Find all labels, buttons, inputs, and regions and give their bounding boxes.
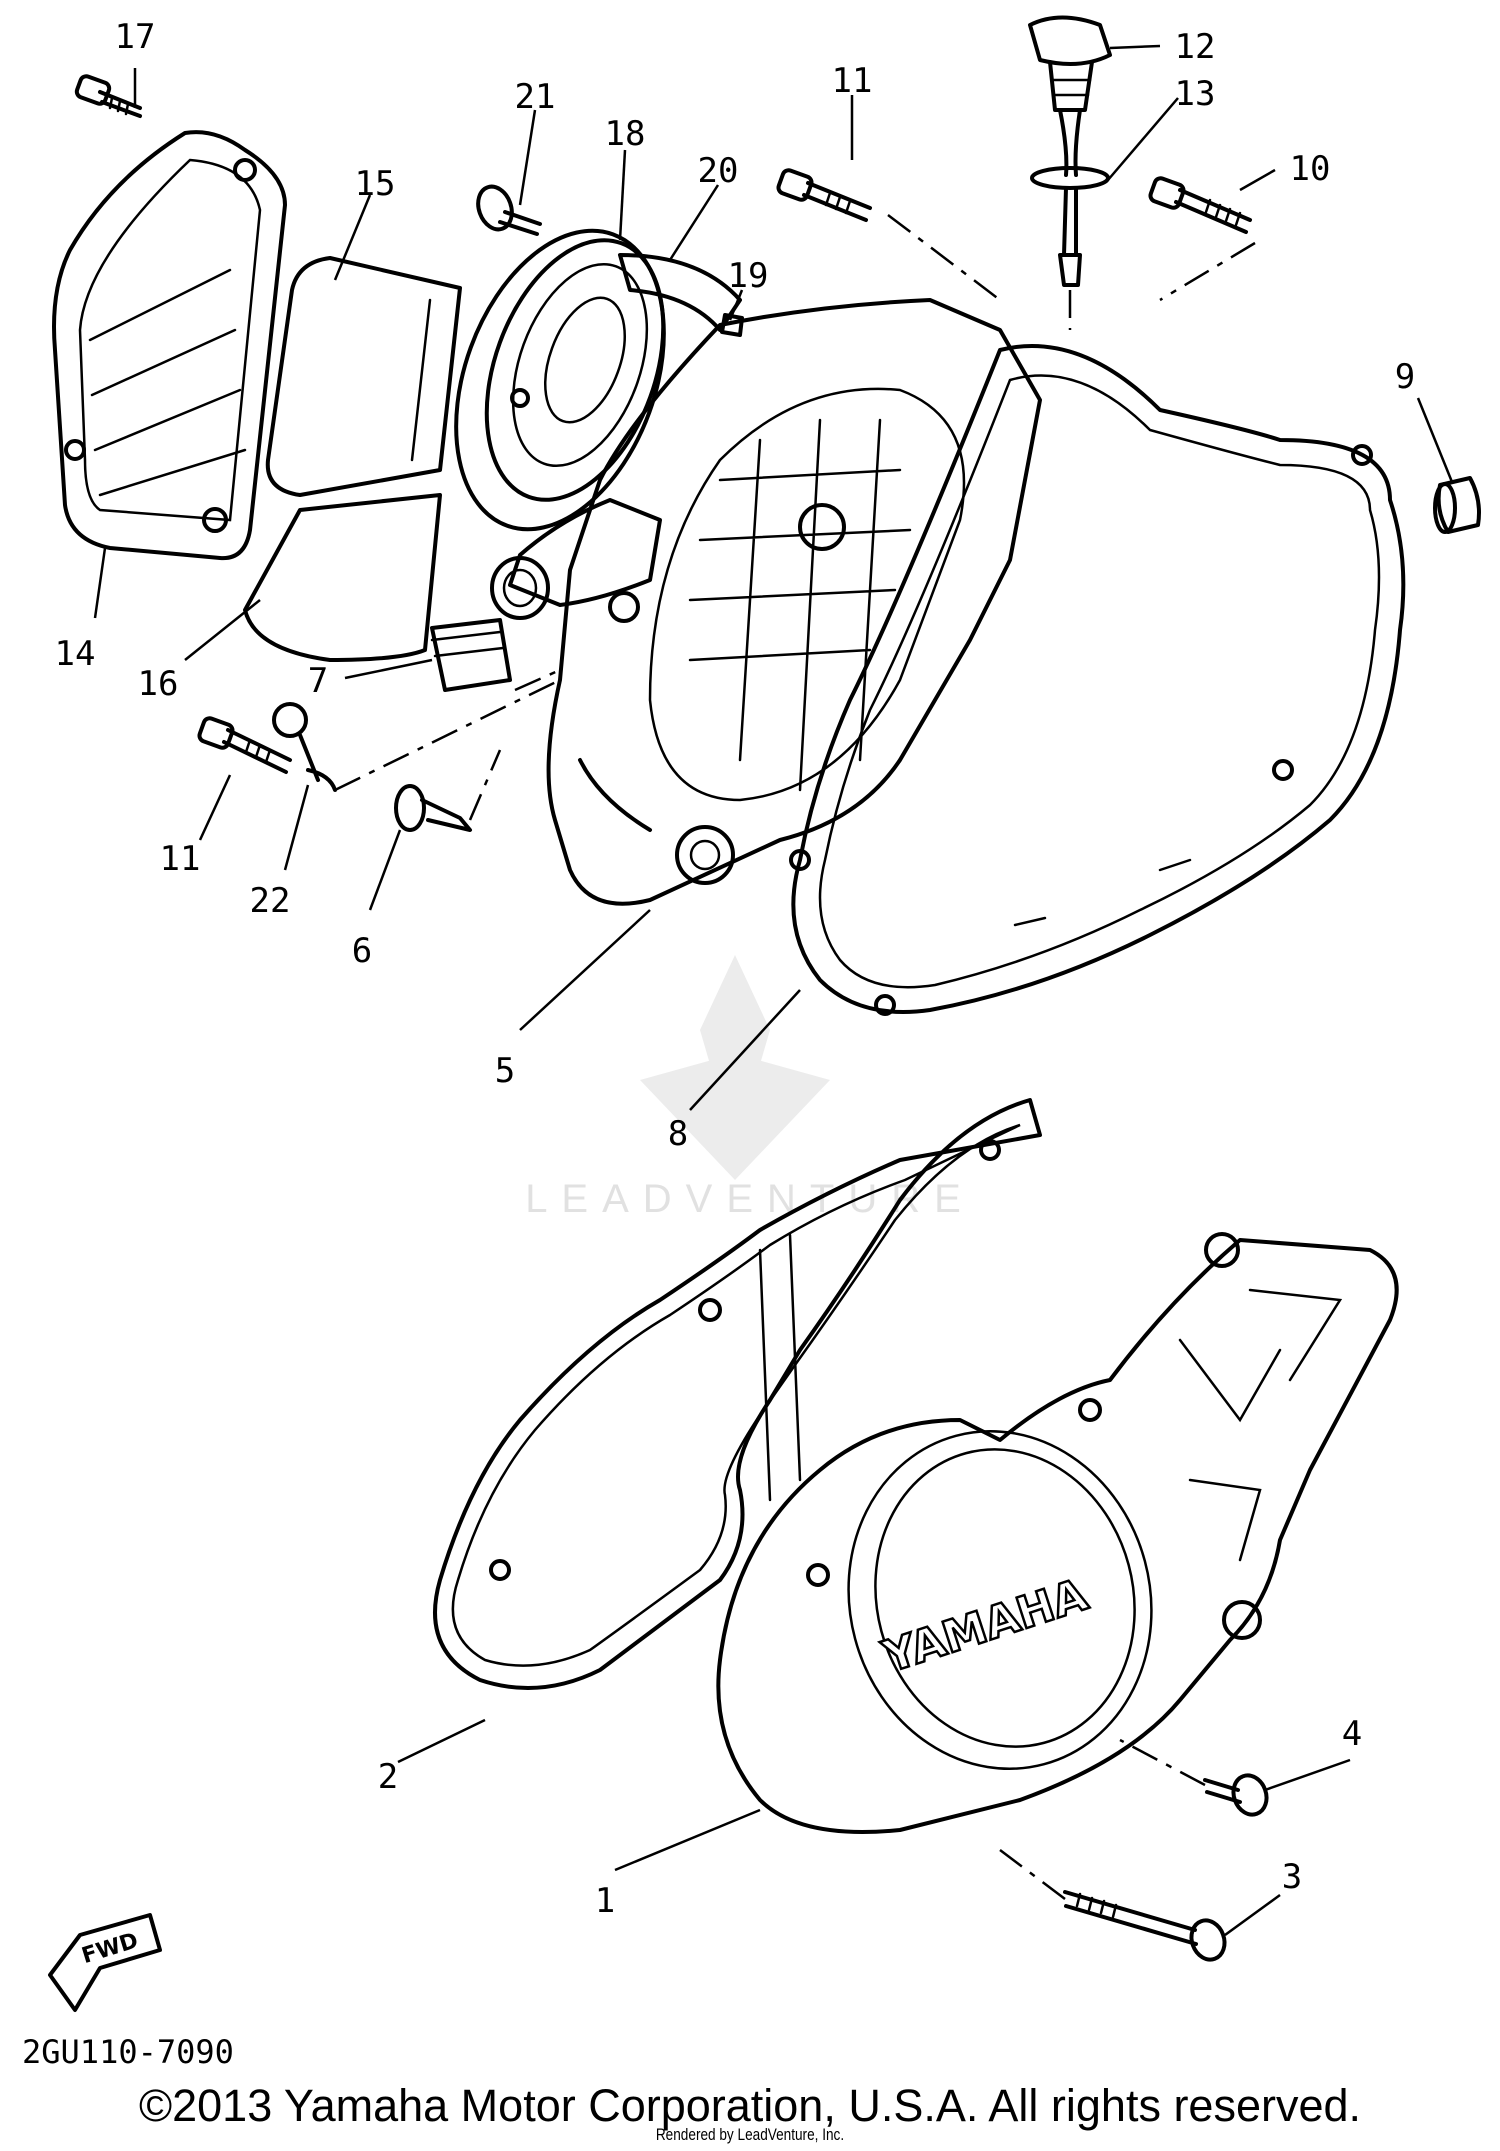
fwd-arrow-icon: FWD <box>48 1913 162 2012</box>
callout-17: 17 <box>115 17 156 57</box>
callout-3: 3 <box>1282 1857 1302 1897</box>
dipstick <box>1058 186 1082 287</box>
callout-18: 18 <box>605 114 646 154</box>
callout-9: 9 <box>1395 357 1415 397</box>
yamaha-emblem: YAMAHA <box>877 1569 1094 1683</box>
callout-22: 22 <box>250 881 291 921</box>
drawing-number: 2GU110-7090 <box>22 2033 234 2071</box>
callout-14: 14 <box>55 634 96 674</box>
part-9-plug <box>1433 476 1481 534</box>
callout-21: 21 <box>515 77 556 117</box>
part-15-filter-element <box>265 256 462 497</box>
callout-1: 1 <box>595 1881 615 1921</box>
leader-lines <box>93 44 1454 1937</box>
callout-2: 2 <box>378 1757 398 1797</box>
watermark-text: LEADVENTURE <box>525 1177 975 1221</box>
part-11-bolt-top <box>776 168 872 222</box>
part-17-bolt <box>74 74 142 118</box>
part-14-outer-cover <box>52 130 287 561</box>
part-2-gasket <box>433 1098 1042 1690</box>
callout-4: 4 <box>1342 1714 1362 1754</box>
alignment-lines-lower <box>999 1738 1206 1900</box>
part-19-pin <box>720 313 744 337</box>
leadventure-watermark: LEADVENTURE <box>525 955 975 1221</box>
callouts: 17 21 18 20 11 12 13 10 15 19 9 14 16 7 … <box>55 17 1416 1921</box>
part-5-crankcase-cover <box>490 298 1042 906</box>
callout-11-top: 11 <box>832 61 873 101</box>
callout-20: 20 <box>698 151 739 191</box>
callout-7: 7 <box>308 661 328 701</box>
callout-11-left: 11 <box>160 839 201 879</box>
part-12-oil-filler-cap <box>1028 15 1112 177</box>
part-7-damper <box>430 618 512 692</box>
part-20-shoe <box>618 253 742 332</box>
callout-19: 19 <box>728 256 769 296</box>
alignment-lines <box>334 214 1256 821</box>
callout-8: 8 <box>668 1114 688 1154</box>
part-13-o-ring <box>1030 166 1110 190</box>
part-6-drain-bolt <box>394 784 472 832</box>
callout-15: 15 <box>355 164 396 204</box>
callout-13: 13 <box>1175 74 1216 114</box>
callout-5: 5 <box>495 1051 515 1091</box>
part-10-bolt <box>1148 176 1252 234</box>
callout-10: 10 <box>1290 149 1331 189</box>
callout-6: 6 <box>352 931 372 971</box>
part-11-bolt-left <box>197 716 292 774</box>
copyright-notice: ©2013 Yamaha Motor Corporation, U.S.A. A… <box>138 2080 1362 2131</box>
part-3-screw <box>1063 1890 1227 1962</box>
part-8-gasket <box>789 344 1406 1016</box>
callout-16: 16 <box>138 664 179 704</box>
part-18-rotor <box>454 228 666 532</box>
rendered-by-credit: Rendered by LeadVenture, Inc. <box>655 2125 845 2144</box>
part-21-screw <box>476 184 542 236</box>
part-4-screw <box>1203 1773 1269 1817</box>
callout-12: 12 <box>1175 27 1216 67</box>
part-22-clip <box>272 702 337 792</box>
part-16-gasket <box>243 493 442 662</box>
